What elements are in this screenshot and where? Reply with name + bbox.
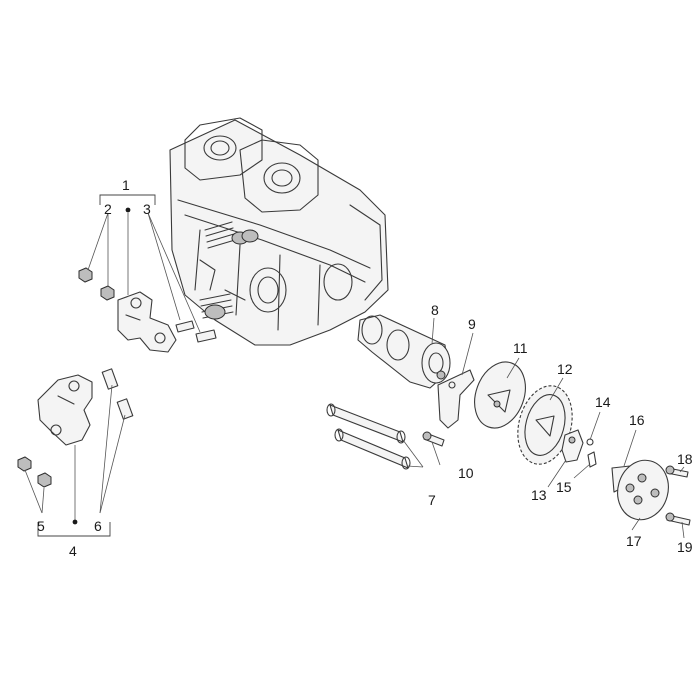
retainer-plate [437,369,475,429]
camshaft [357,314,451,389]
callout-18: 18 [677,451,693,467]
cam-sprocket [517,385,573,465]
bolt-10 [422,431,445,447]
nut-upper-a [78,267,93,283]
rocker-arm-upper [117,291,177,353]
nut-lower-b [37,472,52,488]
callout-14: 14 [595,394,611,410]
bolt-18 [665,465,689,478]
callout-8: 8 [431,302,439,318]
callout-3: 3 [143,201,151,217]
push-rod-b [334,428,411,470]
callout-19: 19 [677,539,693,555]
group-dot-lower [72,519,78,525]
cam-disc [474,361,526,429]
callout-10: 10 [458,465,474,481]
callout-4: 4 [69,543,77,559]
nut-lower-a [17,456,32,472]
callout-11: 11 [513,340,528,356]
spring-15 [587,451,597,468]
decompressor-lever [561,429,584,463]
callout-9: 9 [468,316,476,332]
callout-1: 1 [122,177,130,193]
callout-16: 16 [629,412,645,428]
adjuster-screws-upper [175,320,217,343]
callout-15: 15 [556,479,572,495]
leader-lines [24,194,685,539]
callout-17: 17 [626,533,642,549]
cover [617,459,669,521]
nut-upper-b [100,285,115,301]
push-rod-a [326,403,406,444]
callout-2: 2 [104,201,112,217]
group-dot-upper [125,207,131,213]
callout-7: 7 [428,492,436,508]
rocker-arm-lower [37,374,93,446]
bolt-19 [665,512,691,526]
cylinder-head [169,117,389,346]
callout-6: 6 [94,518,102,534]
adjuster-screws-lower [101,368,134,420]
callout-12: 12 [557,361,573,377]
callout-5: 5 [37,518,45,534]
callout-13: 13 [531,487,547,503]
